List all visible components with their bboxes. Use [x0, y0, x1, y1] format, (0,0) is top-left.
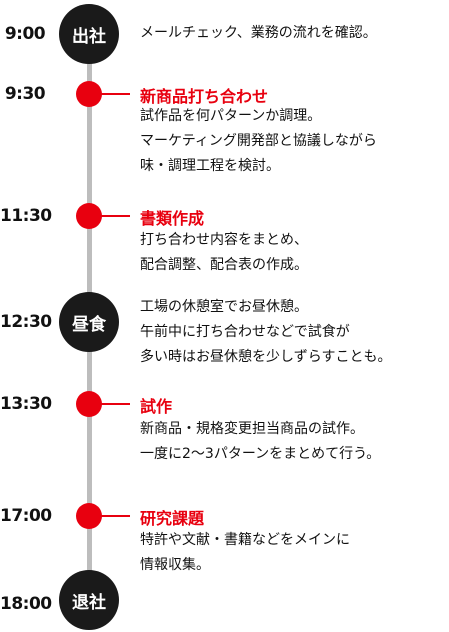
entry-description: 特許や文献・書籍などをメインに 情報収集。	[140, 528, 350, 578]
entry-description: 工場の休憩室でお昼休憩。 午前中に打ち合わせなどで試食が 多い時はお昼休憩を少し…	[140, 295, 391, 370]
entry-description: メールチェック、業務の流れを確認。	[140, 21, 377, 46]
lunch-marker: 昼食	[59, 292, 119, 352]
entry-description: 打ち合わせ内容をまとめ、 配合調整、配合表の作成。	[140, 228, 308, 278]
red-connector-line	[96, 515, 130, 517]
entry-title: 試作	[140, 397, 173, 416]
time-label: 18:00	[0, 594, 52, 614]
description-line: 味・調理工程を検討。	[140, 158, 280, 174]
leave-marker: 退社	[59, 570, 119, 630]
entry-description: 新商品・規格変更担当商品の試作。 一度に2〜3パターンをまとめて行う。	[140, 417, 380, 467]
description-line: 配合調整、配合表の作成。	[140, 257, 308, 273]
entry-title: 新商品打ち合わせ	[140, 87, 269, 106]
entry-description: 試作品を何パターンか調理。 マーケティング開発部と協議しながら 味・調理工程を検…	[140, 104, 377, 179]
description-line: 試作品を何パターンか調理。	[140, 108, 322, 124]
red-connector-line	[96, 93, 130, 95]
red-connector-line	[96, 403, 130, 405]
time-label: 9:00	[4, 24, 46, 44]
arrive-marker: 出社	[59, 4, 119, 64]
description-line: 情報収集。	[140, 557, 210, 573]
description-line: 多い時はお昼休憩を少しずらすことも。	[140, 349, 392, 365]
description-line: メールチェック、業務の流れを確認。	[140, 25, 377, 41]
description-line: 打ち合わせ内容をまとめ、	[140, 232, 308, 248]
time-label: 9:30	[4, 84, 46, 104]
entry-title: 書類作成	[140, 209, 205, 228]
description-line: 一度に2〜3パターンをまとめて行う。	[140, 446, 381, 462]
entry-title: 研究課題	[140, 509, 205, 528]
description-line: 午前中に打ち合わせなどで試食が	[140, 324, 350, 340]
time-label: 13:30	[0, 394, 52, 414]
description-line: 新商品・規格変更担当商品の試作。	[140, 421, 364, 437]
time-label: 11:30	[0, 206, 52, 226]
description-line: 特許や文献・書籍などをメインに	[140, 532, 350, 548]
time-label: 12:30	[0, 312, 52, 332]
time-label: 17:00	[0, 506, 52, 526]
description-line: 工場の休憩室でお昼休憩。	[140, 299, 308, 315]
description-line: マーケティング開発部と協議しながら	[140, 133, 377, 149]
red-connector-line	[96, 215, 130, 217]
